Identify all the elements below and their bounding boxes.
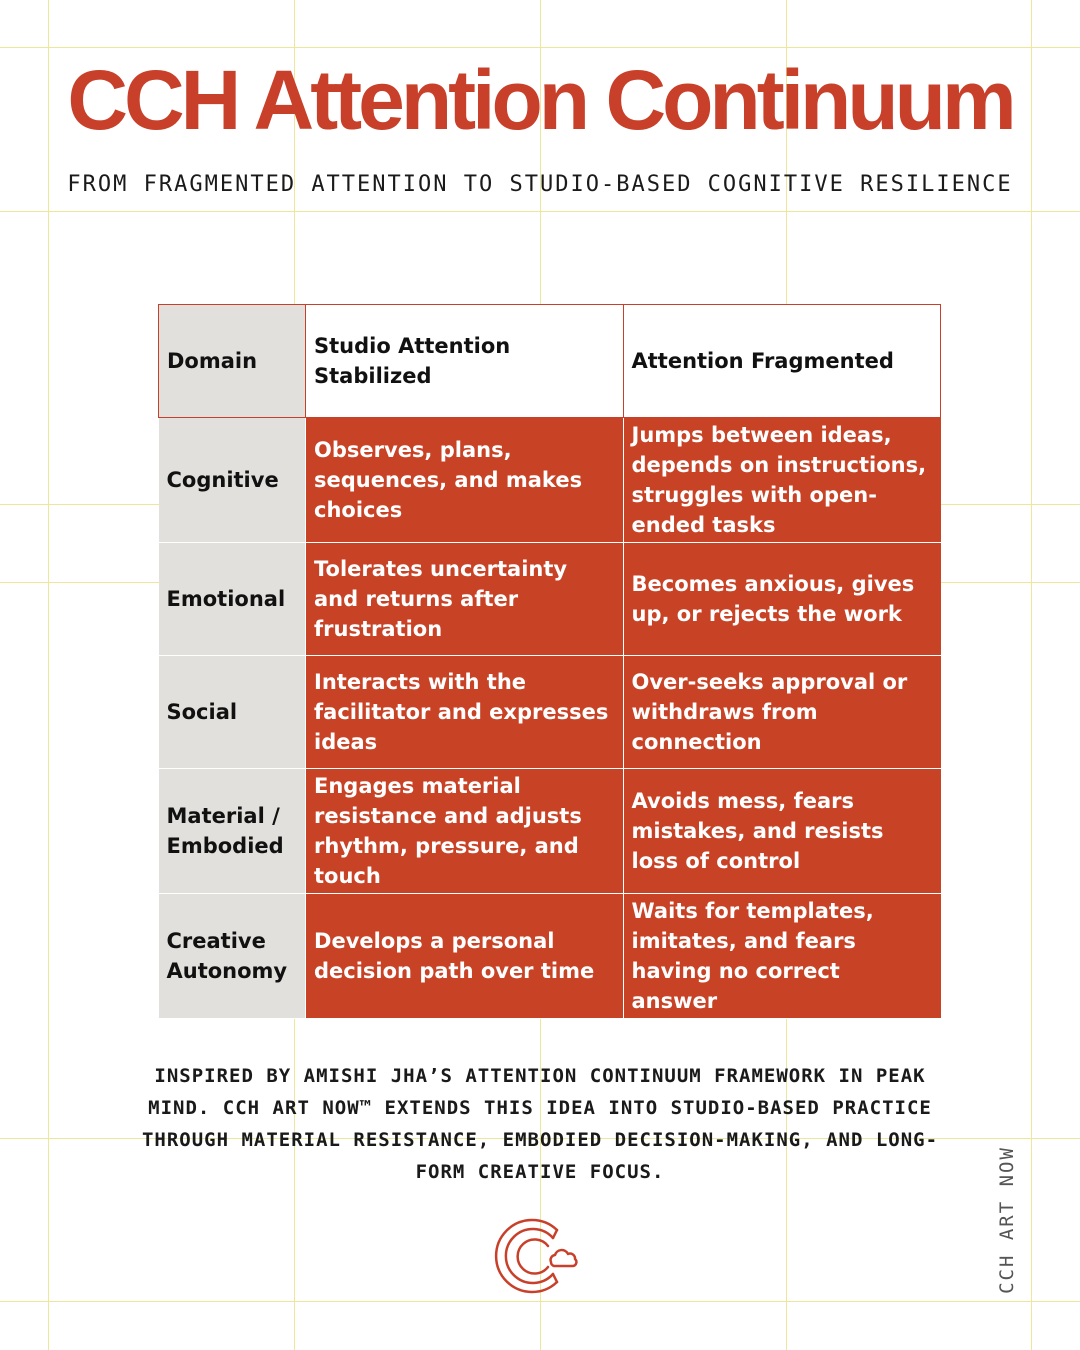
table-row: Social Interacts with the facilitator an… xyxy=(158,655,941,769)
cch-cloud-c-logo-icon xyxy=(494,1218,578,1294)
fragmented-cell: Jumps between ideas, depends on instruct… xyxy=(622,417,941,543)
table-row: Material / Embodied Engages material res… xyxy=(158,768,941,894)
stabilized-cell: Observes, plans, sequences, and makes ch… xyxy=(305,417,623,543)
stabilized-cell: Tolerates uncertainty and returns after … xyxy=(305,542,623,656)
fragmented-cell: Waits for templates, imitates, and fears… xyxy=(622,893,941,1019)
stabilized-cell: Interacts with the facilitator and expre… xyxy=(305,655,623,769)
fragmented-cell: Over-seeks approval or withdraws from co… xyxy=(622,655,941,769)
stabilized-cell: Develops a personal decision path over t… xyxy=(305,893,623,1019)
side-brand-mark: CCH ART NOW xyxy=(996,1146,1018,1294)
header-domain: Domain xyxy=(157,304,307,418)
grid-line xyxy=(0,1138,1080,1139)
header-stabilized: Studio Attention Stabilized xyxy=(305,304,624,418)
fragmented-cell: Avoids mess, fears mistakes, and resists… xyxy=(622,768,941,894)
domain-cell: Material / Embodied xyxy=(158,768,306,894)
grid-line xyxy=(0,211,1080,212)
domain-cell: Creative Autonomy xyxy=(158,893,306,1019)
footnote: Inspired by Amishi Jha’s Attention Conti… xyxy=(141,1065,939,1183)
grid-line xyxy=(1031,0,1032,1350)
page-subtitle: FROM FRAGMENTED ATTENTION TO STUDIO-BASE… xyxy=(67,172,1013,197)
domain-cell: Cognitive xyxy=(158,417,306,543)
table-header-row: Domain Studio Attention Stabilized Atten… xyxy=(157,304,941,418)
grid-line xyxy=(0,1301,1080,1302)
grid-line xyxy=(48,0,49,1350)
domain-cell: Emotional xyxy=(158,542,306,656)
table-row: Emotional Tolerates uncertainty and retu… xyxy=(158,542,941,656)
table-row: Cognitive Observes, plans, sequences, an… xyxy=(158,417,941,543)
grid-line xyxy=(0,47,1080,48)
page-title: CCH Attention Continuum xyxy=(67,53,1016,147)
continuum-table: Domain Studio Attention Stabilized Atten… xyxy=(157,304,941,1019)
header-fragmented: Attention Fragmented xyxy=(622,304,941,418)
fragmented-cell: Becomes anxious, gives up, or rejects th… xyxy=(622,542,941,656)
stabilized-cell: Engages material resistance and adjusts … xyxy=(305,768,623,894)
table-row: Creative Autonomy Develops a personal de… xyxy=(158,893,941,1019)
domain-cell: Social xyxy=(158,655,306,769)
